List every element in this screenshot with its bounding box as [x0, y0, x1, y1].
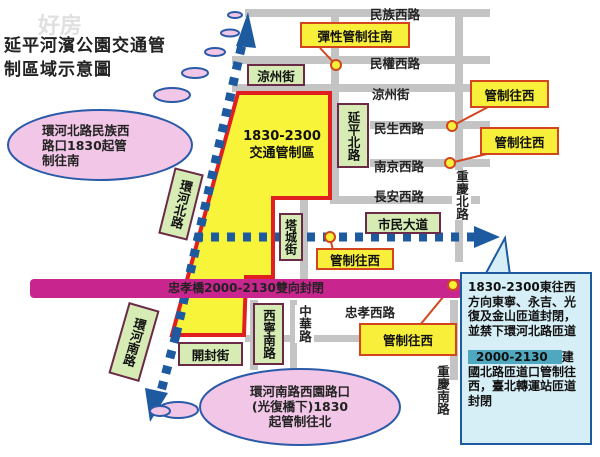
callout-civic-west: 管制往西: [316, 248, 394, 270]
arrow-north-icon: [236, 12, 256, 48]
watermark: 好房: [38, 14, 83, 39]
cloud-north-text: 環河北路民族西 路口1830起管 制往南: [42, 123, 130, 168]
arrow-east-icon: [474, 226, 500, 248]
road-box-tacheng: 塔城街: [279, 213, 303, 261]
control-zone-area: [169, 91, 332, 337]
cloud-south-line-2: (光復橋下)1830: [251, 399, 349, 414]
map-title: 延平河濱公園交通管 制區域示意圖: [4, 34, 166, 82]
cloud-north-line-1: 環河北路民族西: [42, 123, 130, 138]
route-huanhe-south: [155, 333, 181, 397]
control-zone-time: 1830-2300: [243, 129, 321, 144]
road-label-liangzhou: 涼州街: [372, 87, 410, 102]
info-box-para-2-text: 建國北路匝道口管制往西，臺北轉運站匝道封閉: [468, 350, 577, 408]
road-label-chongqing-north: 重慶北路: [452, 170, 471, 220]
road-label-zhonghua: 中華路: [295, 305, 314, 343]
road-box-civic-blvd: 市民大道: [365, 212, 441, 234]
callout-flex-south: 彈性管制往南: [300, 22, 410, 48]
callout-nanjing-west: 管制往西: [480, 127, 559, 155]
road-label-minzu: 民族西路: [370, 7, 421, 22]
road-label-changan: 長安西路: [374, 189, 425, 204]
zhongxiao-bridge-closure-bar: 忠孝橋2000-2130雙向封閉: [30, 279, 462, 298]
title-line-1: 延平河濱公園交通管: [4, 36, 166, 56]
cloud-south-line-3: 起管制往北: [268, 414, 332, 429]
info-box-para-1: 1830-2300東往西方向東寧、永吉、光復及金山匝道封閉，並禁下環河北路匝道: [468, 280, 577, 338]
info-box-pointer: [483, 234, 512, 276]
control-zone-name: 交通管制區: [249, 146, 315, 161]
road-label-nanjing: 南京西路: [374, 159, 425, 174]
control-zone-label: 1830-2300 交通管制區: [236, 128, 328, 162]
road-network: [232, 9, 490, 380]
cloud-north: [7, 11, 243, 181]
road-label-zhongxiao: 忠孝西路: [345, 305, 396, 320]
info-box-time-highlight: 2000-2130: [468, 350, 562, 364]
info-box: 1830-2300東往西方向東寧、永吉、光復及金山匝道封閉，並禁下環河北路匝道 …: [460, 272, 592, 445]
road-label-minsheng: 民生西路: [374, 121, 425, 136]
road-box-liangzhou: 涼州街: [247, 64, 305, 86]
callout-zhongxiao-west: 管制往西: [359, 323, 457, 356]
road-box-xining-south: 西寧南路: [253, 303, 284, 365]
road-box-kaifeng: 開封街: [178, 342, 243, 366]
road-label-minquan: 民權西路: [370, 56, 421, 71]
cloud-north-line-3: 制往南: [42, 153, 80, 168]
cloud-south-line-1: 環河南路西園路口: [249, 384, 350, 399]
title-line-2: 制區域示意圖: [4, 60, 112, 80]
cloud-north-line-2: 路口1830起管: [42, 138, 127, 153]
road-box-yanping-north: 延平北路: [337, 103, 369, 168]
cloud-south-text: 環河南路西園路口 (光復橋下)1830 起管制往北: [215, 384, 385, 429]
road-label-chongqing-south: 重慶南路: [435, 365, 450, 415]
cloud-south: [149, 368, 401, 446]
callout-minsheng-west: 管制往西: [470, 80, 549, 108]
